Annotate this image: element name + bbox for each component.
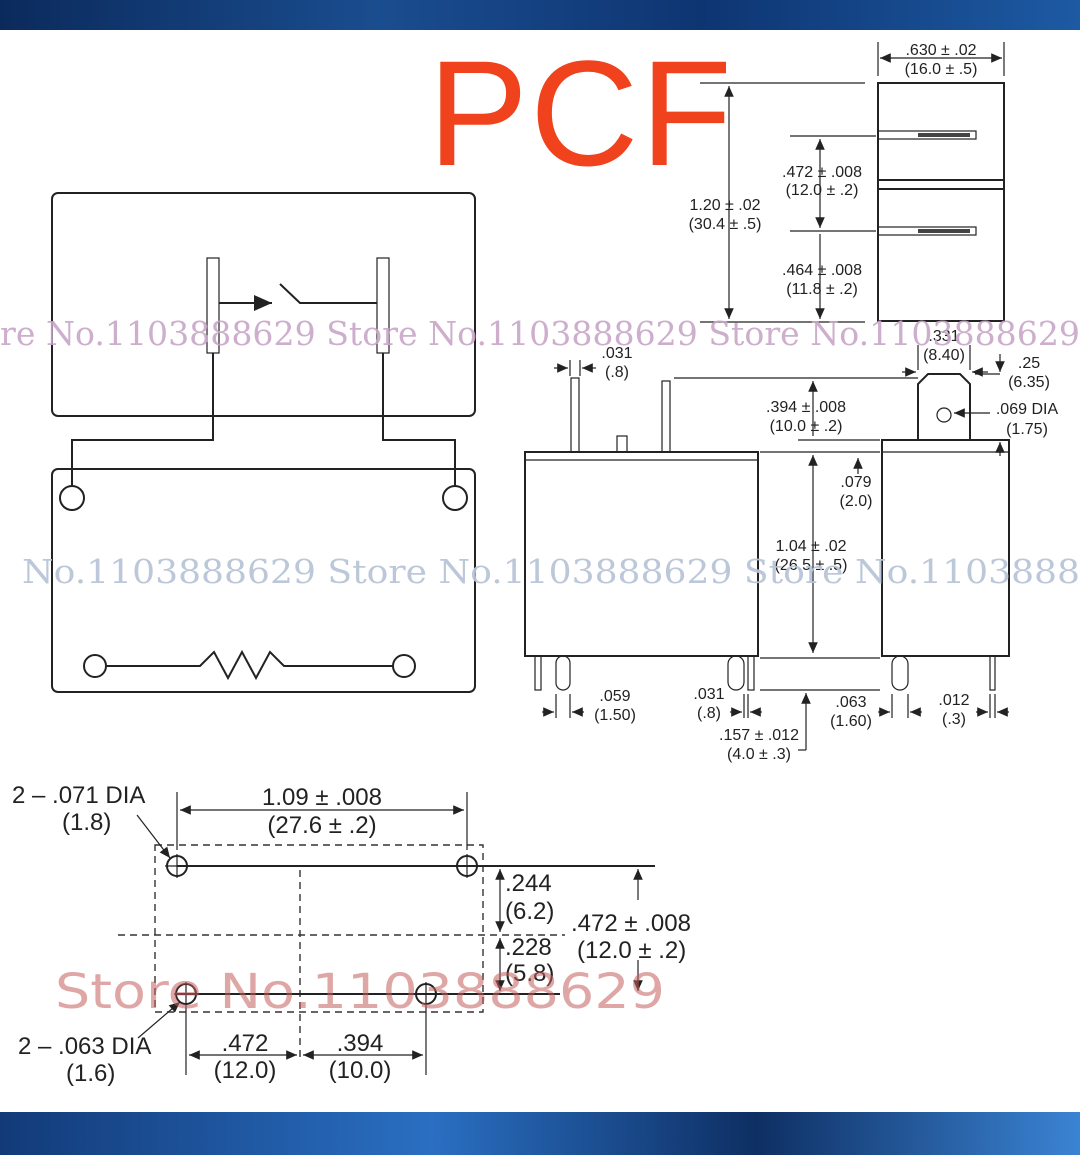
dim-label: .157 ± .012 — [719, 727, 799, 744]
dimension-labels: .630 ± .02 (16.0 ± .5) .472 ± .008 (12.0… — [12, 42, 1058, 1087]
page-title: PCF — [428, 29, 734, 197]
watermark-text: No.1103888629 Store No.1103888629 Store … — [22, 552, 1080, 591]
dim-label: .063 — [835, 694, 866, 711]
dim-label: 2 – .063 DIA — [18, 1033, 151, 1060]
relay-schematic — [51, 192, 476, 693]
bottom-decor-band — [0, 1112, 1080, 1155]
dim-label: .630 ± .02 — [905, 42, 976, 59]
dim-label: (1.75) — [1006, 421, 1048, 438]
dim-label: .472 ± .008 — [571, 910, 691, 937]
dim-label: .472 — [222, 1030, 269, 1057]
terminal-circle — [59, 485, 85, 511]
wire-right — [382, 353, 456, 487]
dim-label: (.8) — [697, 705, 721, 722]
dim-label: .464 ± .008 — [782, 262, 862, 279]
dim-label: 2 – .071 DIA — [12, 782, 145, 809]
dim-label: .331 — [928, 328, 959, 345]
dim-label: (12.0 ± .2) — [786, 182, 859, 199]
coil-terminal — [83, 654, 107, 678]
dim-label: .031 — [601, 345, 632, 362]
dim-label: .012 — [938, 692, 969, 709]
pcb-footprint — [118, 792, 655, 1075]
switch-contact-icon — [279, 283, 377, 304]
dim-label: (8.40) — [923, 347, 965, 364]
dim-label: .069 DIA — [996, 401, 1059, 418]
dim-label: .394 — [337, 1030, 384, 1057]
coil-box — [51, 468, 476, 693]
dim-label: (6.35) — [1008, 374, 1050, 391]
top-view — [700, 42, 1005, 323]
dim-label: .394 ± .008 — [766, 399, 846, 416]
dim-label: (12.0 ± .2) — [577, 937, 686, 964]
coil-terminal — [392, 654, 416, 678]
dim-label: (10.0) — [329, 1057, 392, 1084]
dim-label: (1.8) — [62, 809, 111, 836]
wire-left — [71, 353, 214, 487]
watermark-text: re No.1103888629 Store No.1103888629 Sto… — [0, 314, 1080, 353]
dim-label: (6.2) — [505, 898, 554, 925]
dim-label: (1.60) — [830, 713, 872, 730]
dim-label: 1.20 ± .02 — [689, 197, 760, 214]
terminal-circle — [442, 485, 468, 511]
dim-label: .059 — [599, 688, 630, 705]
dim-label: (4.0 ± .3) — [727, 746, 791, 763]
dim-label: 1.04 ± .02 — [775, 538, 846, 555]
dim-label: (.3) — [942, 711, 966, 728]
dim-label: (.8) — [605, 364, 629, 381]
dim-label: (11.8 ± .2) — [786, 281, 858, 298]
dim-label: (10.0 ± .2) — [770, 418, 843, 435]
dim-label: (1.50) — [594, 707, 636, 724]
dim-label: (1.6) — [66, 1060, 115, 1087]
dim-label: (26.5 ± .5) — [775, 557, 848, 574]
dim-label: (27.6 ± .2) — [267, 812, 376, 839]
dim-label: (2.0) — [840, 493, 873, 510]
dim-label: .472 ± .008 — [782, 164, 862, 181]
dim-label: 1.09 ± .008 — [262, 784, 382, 811]
coil-resistor-icon — [106, 649, 393, 681]
dim-label: (5.8) — [505, 960, 554, 987]
watermark-text: Store No.1103888629 — [55, 964, 665, 1020]
dim-label: .25 — [1018, 355, 1040, 372]
dim-label: (30.4 ± .5) — [689, 216, 762, 233]
contact-box — [51, 192, 476, 417]
top-decor-band — [0, 0, 1080, 30]
dim-label: .244 — [505, 870, 552, 897]
dim-label: (16.0 ± .5) — [905, 61, 978, 78]
dim-label: .031 — [693, 686, 724, 703]
dim-label: (12.0) — [214, 1057, 277, 1084]
dim-label: .228 — [505, 934, 552, 961]
side-view — [524, 345, 1010, 751]
dim-label: .079 — [840, 474, 871, 491]
